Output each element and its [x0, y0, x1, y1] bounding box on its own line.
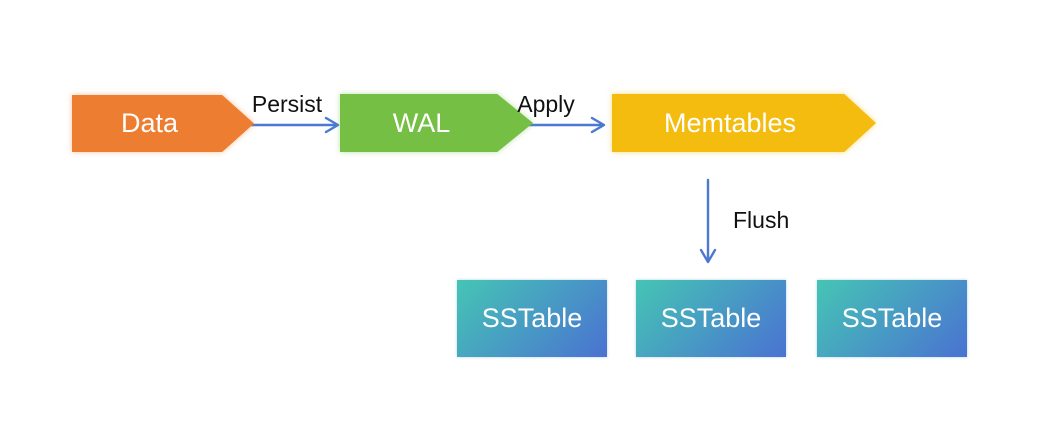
flush-arrow — [699, 178, 717, 264]
flush-edge-label: Flush — [733, 207, 790, 233]
sstable-1-label: SSTable — [481, 303, 583, 333]
node-wal-label: WAL — [392, 107, 451, 138]
node-sstable-2: SSTable — [636, 280, 786, 357]
node-data: Data — [72, 95, 254, 152]
wal-pentagon-shape: WAL — [340, 94, 533, 152]
node-memtables-label: Memtables — [663, 107, 797, 138]
apply-edge-label: Apply — [517, 91, 575, 117]
memtables-pentagon-shape: Memtables — [612, 94, 876, 152]
node-wal: WAL — [340, 94, 533, 152]
node-sstable-1: SSTable — [457, 280, 607, 357]
node-data-label: Data — [120, 108, 179, 138]
node-memtables: Memtables — [612, 94, 876, 152]
node-sstable-3: SSTable — [817, 280, 967, 357]
persist-edge-label: Persist — [251, 91, 323, 117]
data-pentagon-shape: Data — [72, 95, 254, 152]
sstable-3-label: SSTable — [841, 303, 943, 333]
sstable-2-label: SSTable — [660, 303, 762, 333]
